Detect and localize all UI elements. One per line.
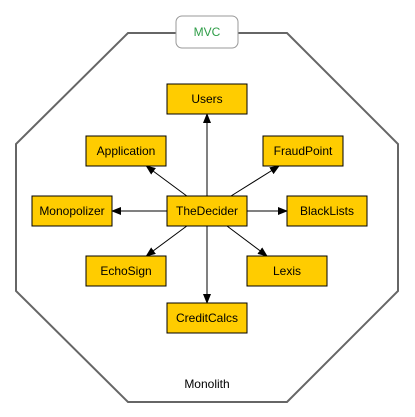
node-blacklists-label: BlackLists	[300, 204, 354, 218]
node-lexis-box	[246, 255, 328, 287]
node-blacklists-box	[286, 195, 368, 227]
node-fraudpoint-box	[262, 135, 344, 167]
node-fraudpoint: FraudPoint	[262, 135, 344, 167]
mvc-tag: MVC	[175, 15, 239, 49]
monolith-label: Monolith	[184, 377, 229, 391]
edge-decider-to-lexis	[226, 225, 268, 257]
edges	[111, 113, 288, 304]
node-application-label: Application	[97, 144, 156, 158]
node-monopolizer: Monopolizer	[31, 195, 113, 227]
node-echosign: EchoSign	[85, 255, 167, 287]
node-users: Users	[166, 83, 248, 115]
node-users-box	[166, 83, 248, 115]
node-lexis: Lexis	[246, 255, 328, 287]
mvc-tag-label: MVC	[194, 25, 221, 39]
node-creditcalcs-label: CreditCalcs	[176, 311, 238, 325]
node-thedecider-box	[166, 195, 248, 227]
mvc-tag-box	[175, 15, 239, 49]
node-lexis-label: Lexis	[273, 264, 301, 278]
node-creditcalcs: CreditCalcs	[166, 302, 248, 334]
node-echosign-box	[85, 255, 167, 287]
node-thedecider: TheDecider	[166, 195, 248, 227]
node-monopolizer-box	[31, 195, 113, 227]
node-blacklists: BlackLists	[286, 195, 368, 227]
node-creditcalcs-box	[166, 302, 248, 334]
node-monopolizer-label: Monopolizer	[39, 204, 104, 218]
edge-decider-to-echosign	[145, 225, 188, 257]
node-users-label: Users	[191, 92, 222, 106]
node-thedecider-label: TheDecider	[176, 204, 238, 218]
edge-decider-to-fraudpoint	[230, 165, 280, 197]
node-echosign-label: EchoSign	[100, 264, 151, 278]
node-application: Application	[85, 135, 167, 167]
node-application-box	[85, 135, 167, 167]
edge-decider-to-application	[145, 165, 188, 197]
node-fraudpoint-label: FraudPoint	[274, 144, 333, 158]
